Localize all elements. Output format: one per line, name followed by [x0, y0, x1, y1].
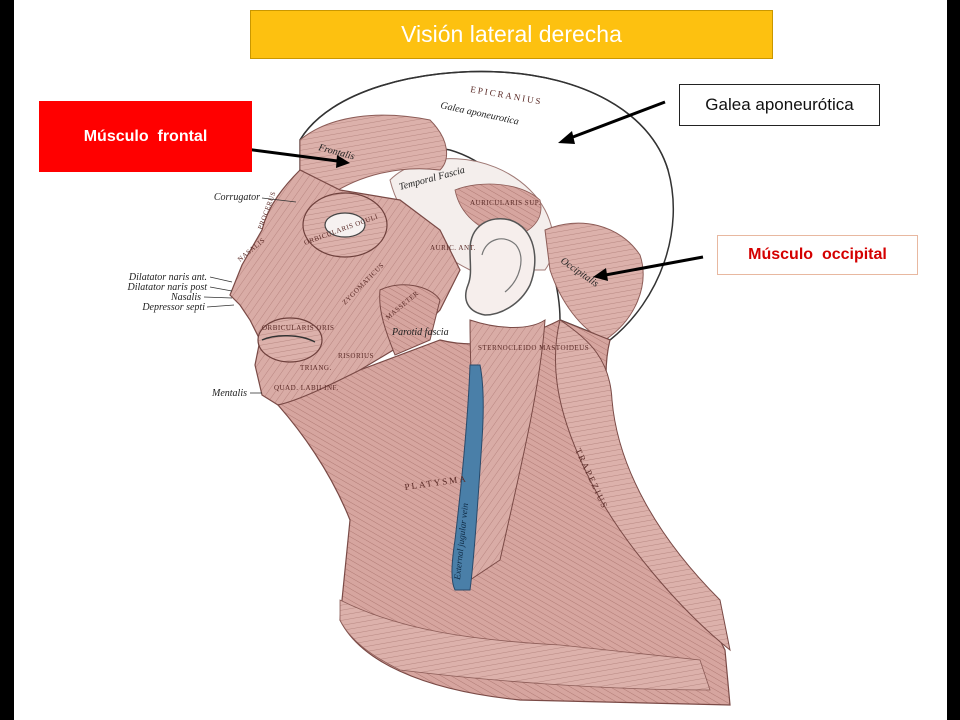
callout-galea-text: Galea aponeurótica: [705, 95, 854, 114]
label-sternocleido: STERNOCLEIDO MASTOIDEUS: [478, 344, 589, 352]
label-risorius: RISORIUS: [338, 352, 374, 360]
label-dilatator-naris-ant: Dilatator naris ant.: [128, 272, 207, 283]
slide-title-text: Visión lateral derecha: [401, 21, 622, 47]
platysma-muscle: [339, 599, 711, 691]
eye: [324, 212, 366, 238]
orbicularis-oris-muscle: [257, 317, 323, 363]
label-orbicularis-oris: ORBICULARIS ORIS: [262, 324, 334, 332]
masseter-muscle: [379, 284, 441, 356]
label-nasalis: Nasalis: [170, 292, 201, 303]
trapezius-muscle: [554, 319, 731, 652]
callout-frontal: Músculo frontal: [39, 101, 252, 172]
occipitalis-muscle: [544, 222, 644, 341]
callout-frontal-text: Músculo frontal: [83, 127, 208, 145]
label-auricularis-ant: AURIC. ANT.: [430, 244, 476, 252]
label-quad-labii-inf: QUAD. LABII INF.: [274, 384, 339, 392]
ear: [464, 218, 536, 316]
callout-galea: Galea aponeurótica: [679, 84, 880, 126]
frontalis-muscle: [299, 114, 448, 201]
callout-arrows: [237, 100, 704, 281]
slide-canvas: Corrugator Dilatator naris ant. Dilatato…: [14, 0, 947, 720]
external-jugular-vein: [451, 364, 484, 591]
label-parotid-fascia: Parotid fascia: [391, 327, 449, 338]
slide-title: Visión lateral derecha: [250, 10, 773, 59]
label-mentalis: Mentalis: [211, 388, 247, 399]
label-auricularis-sup: AURICULARIS SUP.: [470, 199, 541, 207]
label-corrugator: Corrugator: [214, 192, 260, 203]
label-triang: TRIANG.: [300, 364, 332, 372]
label-dilatator-naris-post: Dilatator naris post: [127, 282, 208, 293]
left-label-leaders: [203, 197, 297, 394]
label-depressor-septi: Depressor septi: [141, 302, 205, 313]
anatomy-illustration: Corrugator Dilatator naris ant. Dilatato…: [127, 70, 731, 706]
callout-occipital: Músculo occipital: [717, 235, 918, 275]
callout-occipital-text: Músculo occipital: [748, 246, 887, 263]
